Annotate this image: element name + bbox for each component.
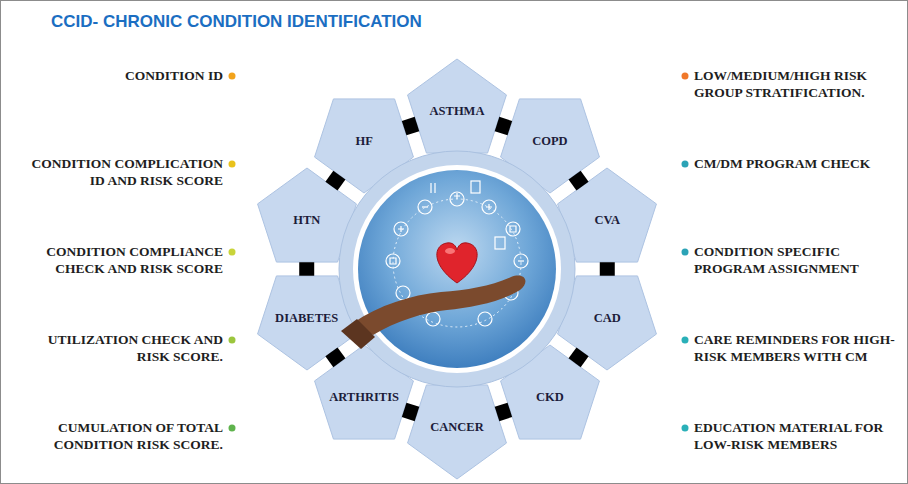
step-label: CONDITION COMPLIANCE CHECK AND RISK SCOR… xyxy=(18,243,223,277)
condition-name: CAD xyxy=(594,310,621,325)
ring-connector xyxy=(404,124,417,128)
pentagon-shape xyxy=(500,99,599,193)
ring-connector xyxy=(600,262,615,276)
pentagon-shape xyxy=(558,276,657,370)
hand-cuff xyxy=(341,319,375,349)
step-label: CONDITION COMPLICATION ID AND RISK SCORE xyxy=(18,155,223,189)
pentagon-shape xyxy=(408,385,507,479)
pentagon-shape xyxy=(315,345,414,439)
condition-segment: DIABETES xyxy=(255,266,359,370)
medical-icons xyxy=(386,181,528,326)
condition-segment: CAD xyxy=(555,266,659,370)
condition-segment: HTN xyxy=(255,168,359,272)
step-label: CM/DM PROGRAM CHECK xyxy=(694,155,900,172)
ring-connector xyxy=(299,262,314,276)
condition-name: ARTHRITIS xyxy=(329,389,399,404)
red-heart xyxy=(437,243,477,283)
bullet-dot xyxy=(229,425,236,432)
bullet-dot xyxy=(682,161,689,168)
condition-name: HF xyxy=(355,134,372,149)
step-label: UTILIZATION CHECK AND RISK SCORE. xyxy=(18,331,223,365)
step-label: CONDITION SPECIFIC PROGRAM ASSIGNMENT xyxy=(694,243,900,277)
condition-name: CANCER xyxy=(430,420,483,435)
ring-connector xyxy=(331,175,339,186)
open-hand xyxy=(353,276,525,335)
condition-segment: HF xyxy=(312,89,416,193)
ring-connector xyxy=(331,352,339,363)
ring-connector xyxy=(404,410,417,414)
bullet-dot xyxy=(682,337,689,344)
condition-segment: ASTHMA xyxy=(405,59,509,163)
condition-segment: CANCER xyxy=(405,375,509,479)
condition-name: COPD xyxy=(532,134,567,149)
diagram-title: CCID- CHRONIC CONDITION IDENTIFICATION xyxy=(51,12,422,32)
step-label: CONDITION ID xyxy=(18,67,223,84)
pentagon-shape xyxy=(500,345,599,439)
heart-shine xyxy=(445,248,455,254)
condition-segment: ARTHRITIS xyxy=(312,345,416,449)
ring-connector xyxy=(497,410,510,414)
outer-disc xyxy=(339,151,575,387)
pentagon-shape xyxy=(257,168,356,262)
condition-name: DIABETES xyxy=(275,310,338,325)
bullet-dot xyxy=(682,425,689,432)
condition-name: CKD xyxy=(536,389,564,404)
pentagon-shape xyxy=(408,59,507,153)
pentagon-shape xyxy=(257,276,356,370)
condition-name: CVA xyxy=(595,213,620,228)
white-ring xyxy=(353,165,561,373)
photo-circle xyxy=(358,170,556,368)
ring-connector xyxy=(497,124,510,128)
step-label: EDUCATION MATERIAL FOR LOW-RISK MEMBERS xyxy=(694,419,900,453)
pentagon-shape xyxy=(315,99,414,193)
condition-segment: CVA xyxy=(555,168,659,272)
bullet-dot xyxy=(229,73,236,80)
step-label: CARE REMINDERS FOR HIGH-RISK MEMBERS WIT… xyxy=(694,331,900,365)
icon-orbit xyxy=(393,199,521,327)
pentagon-shape xyxy=(558,168,657,262)
bullet-dot xyxy=(229,161,236,168)
step-label: CUMULATION OF TOTAL CONDITION RISK SCORE… xyxy=(18,419,223,453)
ring-connector xyxy=(575,175,583,186)
step-label: LOW/MEDIUM/HIGH RISK GROUP STRATIFICATIO… xyxy=(694,67,900,101)
ring-connector xyxy=(575,352,583,363)
condition-segment: COPD xyxy=(498,89,602,193)
condition-segment: CKD xyxy=(498,345,602,449)
bullet-dot xyxy=(682,73,689,80)
bullet-dot xyxy=(229,337,236,344)
condition-name: HTN xyxy=(293,213,320,228)
bullet-dot xyxy=(682,249,689,256)
bullet-dot xyxy=(229,249,236,256)
condition-name: ASTHMA xyxy=(430,104,485,119)
